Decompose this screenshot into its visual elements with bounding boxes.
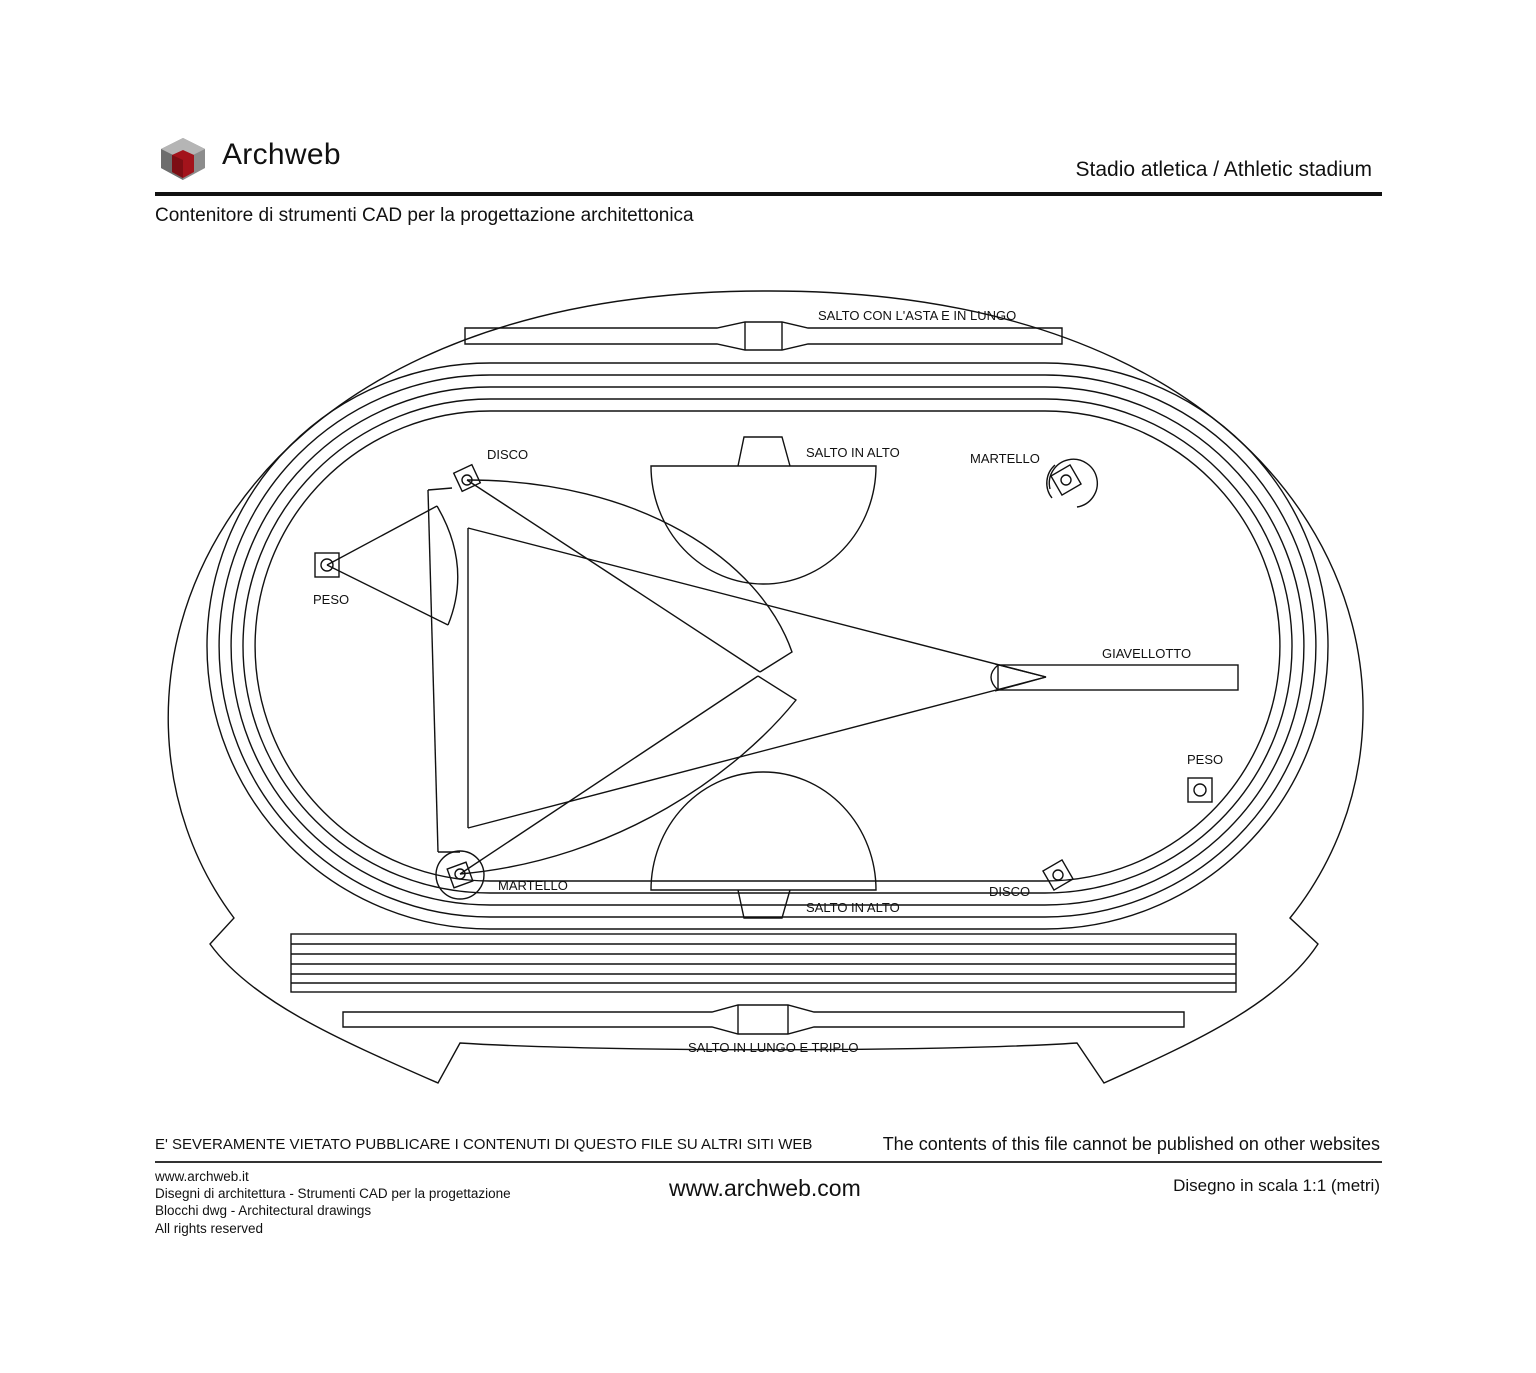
shot-put-sector-left [314,505,459,626]
high-jump-area-bottom [650,771,877,919]
brand-name: Archweb [222,138,341,171]
discus-circle-bottom [1042,859,1074,891]
label-discus-bottom: DISCO [989,884,1030,899]
footer-line: Disegni di architettura - Strumenti CAD … [155,1186,511,1202]
label-javelin: GIAVELLOTTO [1102,646,1191,661]
long-triple-jump-runway [342,1004,1185,1035]
page-title: Stadio atletica / Athletic stadium [1075,158,1373,181]
header-divider [155,192,1382,196]
copyright-warning-it: E' SEVERAMENTE VIETATO PUBBLICARE I CONT… [155,1136,813,1153]
label-shot-put-right: PESO [1187,752,1223,767]
hammer-throw-sector [427,487,798,900]
website-link[interactable]: www.archweb.com [669,1175,861,1201]
label-high-jump-top: SALTO IN ALTO [806,445,900,460]
footer-line: Blocchi dwg - Architectural drawings [155,1203,372,1219]
footer-line: www.archweb.it [155,1169,249,1184]
high-jump-area-top [650,436,877,585]
footer-line: All rights reserved [155,1220,264,1236]
label-hammer-top: MARTELLO [970,451,1040,466]
drawing-scale: Disegno in scala 1:1 (metri) [1173,1176,1380,1195]
label-hammer-bottom: MARTELLO [498,878,568,893]
copyright-warning-en: The contents of this file cannot be publ… [882,1134,1380,1154]
footer-info: www.archweb.it Disegni di architettura -… [155,1168,511,1237]
hammer-circle-top [1046,458,1098,508]
shot-put-circle-right [1187,777,1213,803]
label-long-triple-jump: SALTO IN LUNGO E TRIPLO [688,1040,859,1055]
label-shot-put-left: PESO [313,592,349,607]
sprint-straight [290,933,1237,993]
page-subtitle: Contenitore di strumenti CAD per la prog… [155,205,694,226]
running-track-lanes [206,362,1329,930]
javelin-runway [467,527,1239,829]
footer-divider [155,1161,1382,1163]
label-pole-long-jump: SALTO CON L'ASTA E IN LUNGO [818,308,1016,323]
pole-long-jump-runway [464,321,1063,351]
label-discus-top: DISCO [487,447,528,462]
label-high-jump-bottom: SALTO IN ALTO [806,900,900,915]
discus-throw-sector [452,463,793,673]
archweb-logo-icon [161,138,205,180]
